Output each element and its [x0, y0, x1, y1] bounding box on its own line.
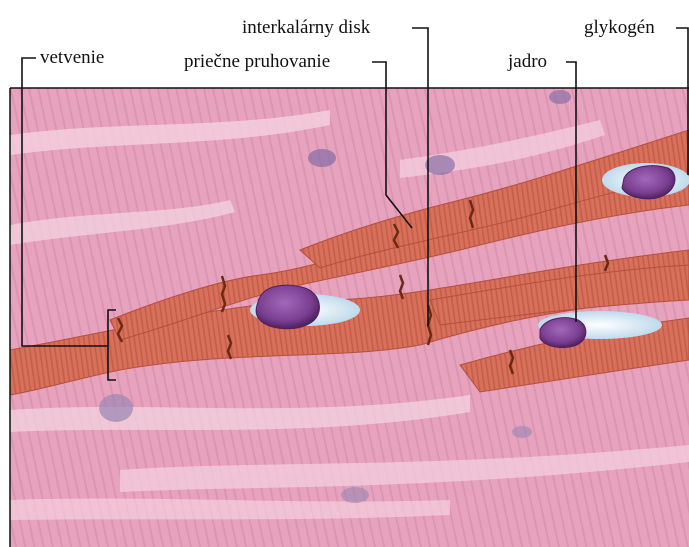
label-interkalarny-disk: interkalárny disk — [242, 18, 370, 37]
label-jadro: jadro — [508, 52, 547, 71]
label-vetvenie: vetvenie — [40, 48, 104, 67]
label-glykogen: glykogén — [584, 18, 655, 37]
label-priecne-pruhovanie: priečne pruhovanie — [184, 52, 330, 71]
